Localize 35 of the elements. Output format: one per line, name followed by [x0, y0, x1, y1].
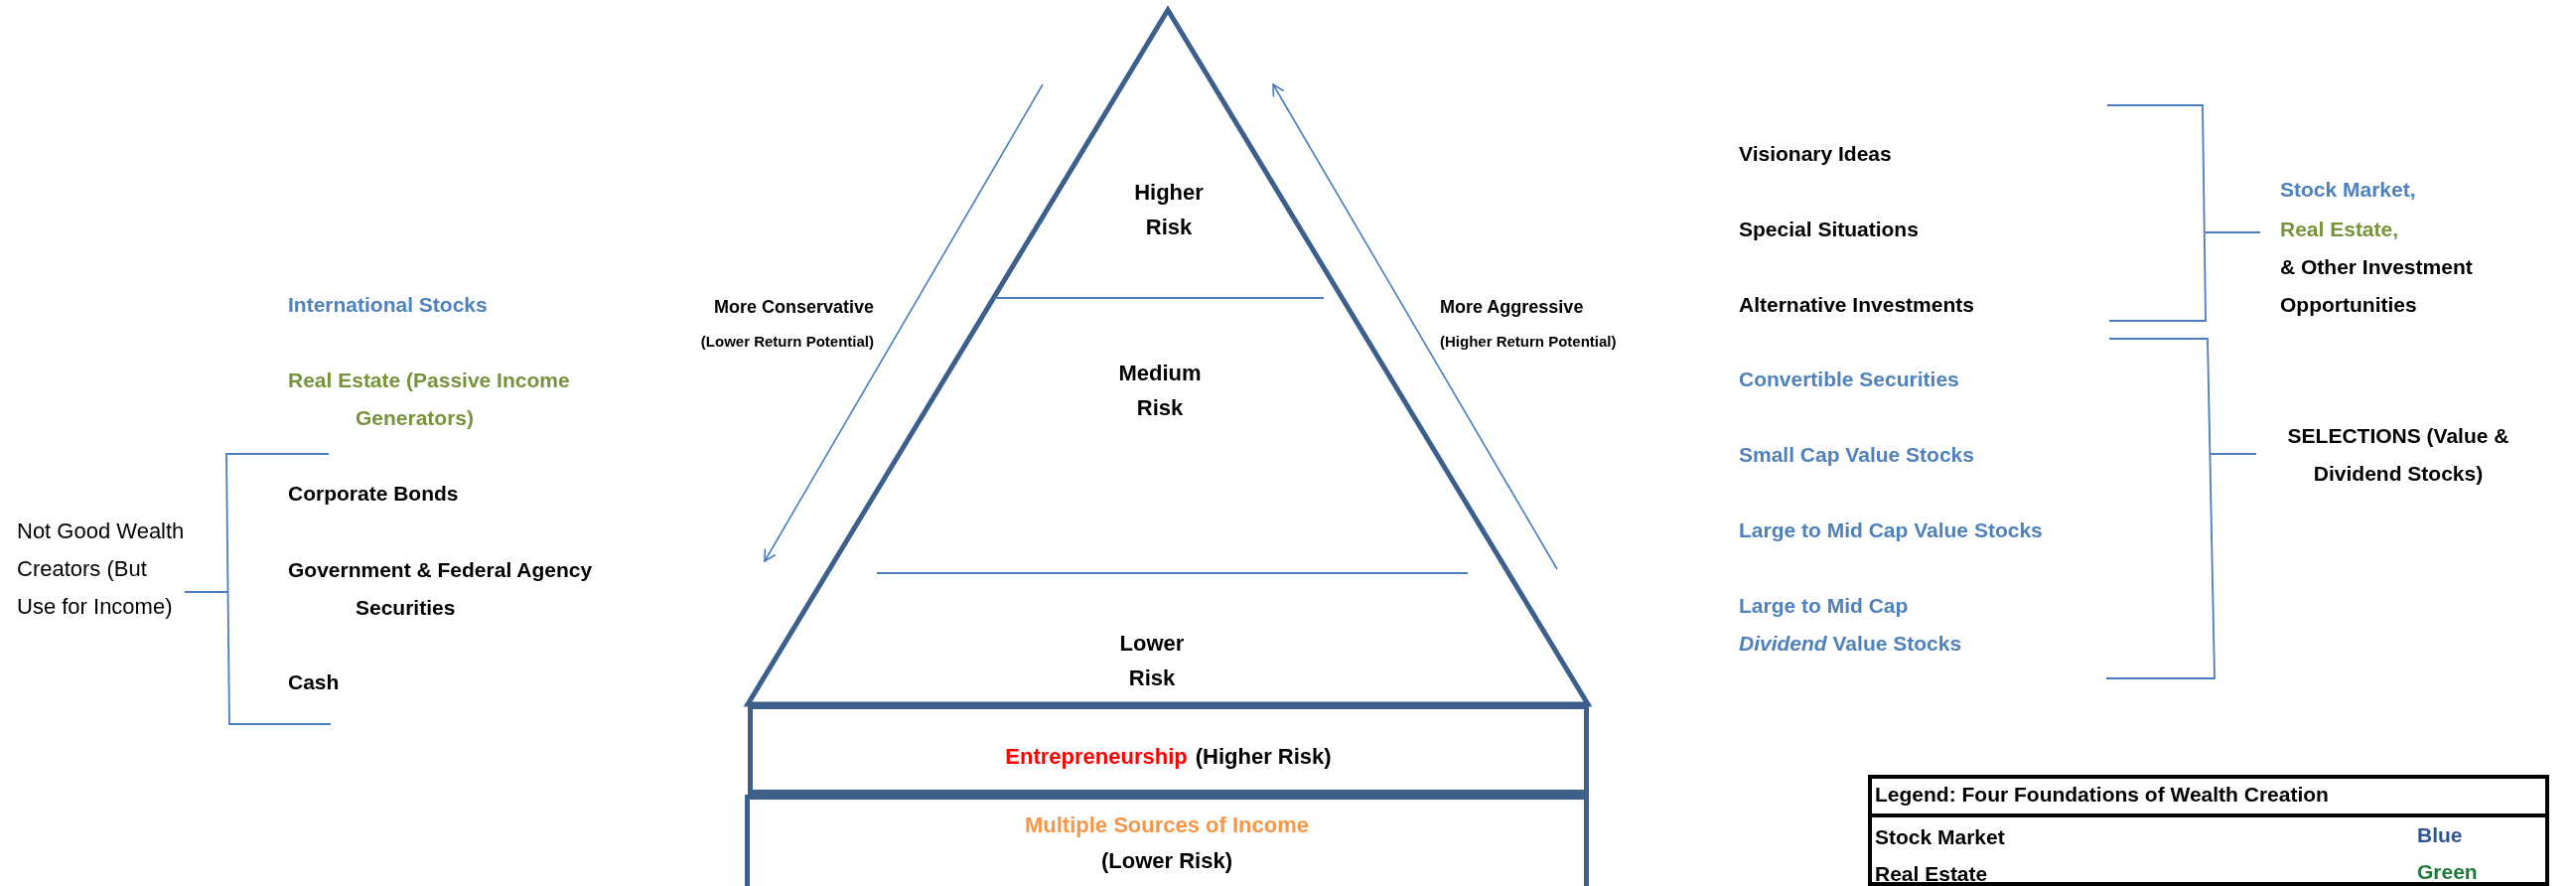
- legend-text: Real Estate: [1875, 861, 1988, 886]
- band-text: Entrepreneurship: [1005, 743, 1188, 771]
- arrow-caption: More Conservative: [712, 296, 874, 319]
- foundation-band: [745, 795, 1589, 886]
- list-item: Large to Mid Cap Dividend Value Stocks: [1739, 593, 1963, 657]
- foundation-band: [748, 704, 1589, 795]
- arrow-caption: More Aggressive: [1440, 296, 1584, 319]
- arrow-caption: (Lower Return Potential): [699, 332, 874, 352]
- bracket-note: Not Good Wealth Creators (But Use for Income): [17, 517, 186, 621]
- risk-tier-label: Higher Risk: [1114, 175, 1223, 244]
- legend-text: Stock Market: [1875, 824, 2005, 850]
- arrow-caption: (Higher Return Potential): [1440, 332, 1617, 352]
- list-item: Convertible Securities: [1739, 367, 1959, 392]
- list-item: International Stocks: [288, 292, 488, 318]
- bracket-note: Stock Market,: [2280, 177, 2416, 203]
- legend-swatch-word: Green: [2417, 859, 2478, 885]
- list-item: Visionary Ideas: [1739, 141, 1892, 167]
- list-item: Cash: [288, 669, 340, 695]
- band-text: (Lower Risk): [1100, 847, 1233, 875]
- bracket-note: Real Estate,: [2280, 217, 2399, 242]
- list-item: Alternative Investments: [1739, 292, 1974, 318]
- band-text: (Higher Risk): [1195, 743, 1332, 771]
- legend-swatch-word: Blue: [2417, 822, 2463, 848]
- list-item: Real Estate (Passive Income Generators): [288, 368, 571, 431]
- bracket-note: & Other Investment Opportunities: [2280, 254, 2474, 318]
- risk-tier-label: Lower Risk: [1097, 626, 1207, 695]
- legend-title: Legend: Four Foundations of Wealth Creation: [1875, 782, 2329, 808]
- list-item: Small Cap Value Stocks: [1739, 442, 1974, 468]
- list-item: Government & Federal Agency Securities: [288, 557, 594, 621]
- risk-tier-label: Medium Risk: [1105, 356, 1215, 425]
- list-item: Large to Mid Cap Value Stocks: [1739, 517, 2043, 543]
- band-text: Multiple Sources of Income: [1023, 812, 1310, 839]
- list-item: Special Situations: [1739, 217, 1919, 242]
- bracket-note: SELECTIONS (Value & Dividend Stocks): [2286, 423, 2510, 487]
- list-item: Corporate Bonds: [288, 481, 459, 507]
